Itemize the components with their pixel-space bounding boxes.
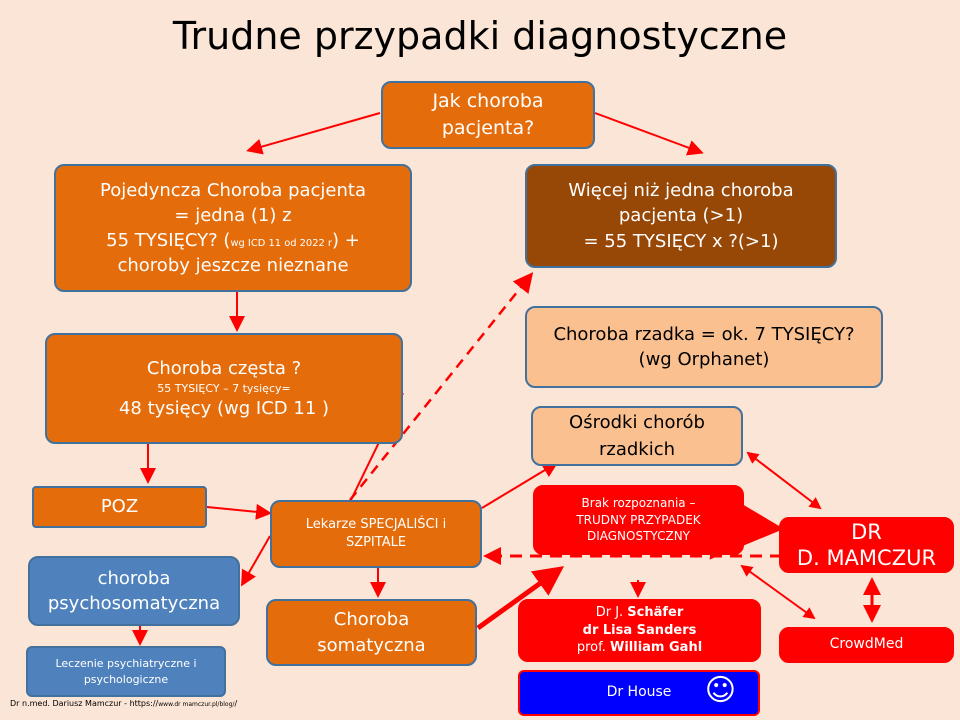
node-nodiag-line1: Brak rozpoznania – xyxy=(581,495,696,510)
arrow-poz-to-specialists xyxy=(206,503,272,520)
node-multiple-line2: pacjenta (>1) xyxy=(618,205,744,227)
node-rare-line2: (wg Orphanet) xyxy=(638,349,770,370)
node-dr-mamczur[interactable]: DR D. MAMCZUR xyxy=(779,517,954,573)
node-multiple-diseases[interactable]: Więcej niż jedna choroba pacjenta (>1) =… xyxy=(525,164,837,268)
node-treatment-line2: psychologiczne xyxy=(83,672,169,686)
smiley-icon: ☺ xyxy=(704,673,736,708)
node-rare-line1: Choroba rzadka = ok. 7 TYSIĘCY? xyxy=(553,323,855,345)
node-multiple-line1: Więcej niż jedna choroba xyxy=(568,180,794,202)
dashed-specialists-to-multiple xyxy=(349,272,534,501)
node-common-line3: 48 tysięcy (wg ICD 11 ) xyxy=(118,398,330,420)
node-somatic-line2: somatyczna xyxy=(317,634,426,656)
icd-note: wg ICD 11 od 2022 r xyxy=(230,238,332,249)
node-poz-label: POZ xyxy=(100,496,139,518)
arrow-specialists-to-psychosomatic xyxy=(241,535,271,587)
node-rare-centers[interactable]: Ośrodki chorób rzadkich xyxy=(531,406,743,466)
arrow-somatic-to-nodiagnosis xyxy=(476,566,565,631)
arrow-mamczur-to-nodiagnosis-diag xyxy=(740,564,816,620)
node-common-line1: Choroba częsta ? xyxy=(146,357,302,379)
node-single-disease[interactable]: Pojedyncza Choroba pacjenta = jedna (1) … xyxy=(54,164,412,292)
node-somatic-line1: Choroba xyxy=(333,609,410,631)
node-rare-disease[interactable]: Choroba rzadka = ok. 7 TYSIĘCY? (wg Orph… xyxy=(525,306,883,388)
footer-credit: Dr n.med. Dariusz Mamczur - https://www.… xyxy=(10,699,237,708)
node-treatment-line1: Leczenie psychiatryczne i xyxy=(55,657,197,671)
node-nodiag-line3: DIAGNOSTYCZNY xyxy=(586,529,691,544)
footer-link[interactable]: www.dr mamczur.pl/blog/ xyxy=(158,701,235,708)
node-question[interactable]: Jak choroba pacjenta? xyxy=(381,81,595,149)
node-psycho-line1: choroba xyxy=(97,567,171,589)
node-single-line4: choroby jeszcze nieznane xyxy=(117,255,349,277)
node-mamczur-line2: D. MAMCZUR xyxy=(796,546,937,570)
node-dr-house[interactable]: Dr House ☺ xyxy=(518,670,760,716)
node-house-label: Dr House xyxy=(606,684,672,701)
node-centers-line2: rzadkich xyxy=(598,439,676,460)
node-specialists-line2: SZPITALE xyxy=(345,535,407,550)
node-question-line2: pacjenta? xyxy=(441,117,535,139)
node-psych-treatment[interactable]: Leczenie psychiatryczne i psychologiczne xyxy=(26,646,226,697)
node-single-line1: Pojedyncza Choroba pacjenta xyxy=(100,179,366,201)
footer-text: Dr n.med. Dariusz Mamczur - https:// xyxy=(10,699,159,708)
arrow-specialists-to-centers xyxy=(481,461,559,509)
node-psychosomatic[interactable]: choroba psychosomatyczna xyxy=(28,556,240,626)
node-psycho-line2: psychosomatyczna xyxy=(47,593,221,614)
node-single-line2: = jedna (1) z xyxy=(174,204,292,226)
node-question-line1: Jak choroba xyxy=(432,90,544,113)
page-title: Trudne przypadki diagnostyczne xyxy=(172,14,788,58)
node-single-line3: 55 TYSIĘCY? (wg ICD 11 od 2022 r) + xyxy=(106,230,360,251)
arrow-question-to-multiple xyxy=(594,112,704,156)
arrow-question-to-single xyxy=(246,112,381,155)
node-crowdmed[interactable]: CrowdMed xyxy=(779,627,954,663)
node-doctors-line3: prof. William Gahl xyxy=(576,640,703,656)
node-no-diagnosis[interactable]: Brak rozpoznania – TRUDNY PRZYPADEK DIAG… xyxy=(533,485,744,555)
node-somatic[interactable]: Choroba somatyczna xyxy=(266,599,477,666)
footer-end: / xyxy=(234,699,238,708)
node-mamczur-line1: DR xyxy=(851,519,882,544)
node-specialists-line1: Lekarze SPECJALIŚCI i xyxy=(305,516,447,532)
node-doctors[interactable]: Dr J. Schäfer dr Lisa Sanders prof. Will… xyxy=(518,599,761,662)
node-doctors-line2: dr Lisa Sanders xyxy=(582,622,697,638)
node-multiple-line3: = 55 TYSIĘCY x ?(>1) xyxy=(583,230,779,252)
node-specialists[interactable]: Lekarze SPECJALIŚCI i SZPITALE xyxy=(270,500,482,568)
node-nodiag-line2: TRUDNY PRZYPADEK xyxy=(576,512,701,527)
node-common-disease[interactable]: Choroba częsta ? 55 TYSIĘCY – 7 tysięcy=… xyxy=(45,333,403,444)
arrow-centers-mamczur xyxy=(746,451,822,510)
node-common-line2: 55 TYSIĘCY – 7 tysięcy= xyxy=(157,381,291,395)
node-centers-line1: Ośrodki chorób xyxy=(569,412,705,433)
arrow-nodiagnosis-to-mamczur xyxy=(709,487,784,560)
node-crowdmed-label: CrowdMed xyxy=(829,636,904,653)
node-doctors-line1: Dr J. Schäfer xyxy=(595,605,684,621)
node-poz[interactable]: POZ xyxy=(32,486,207,528)
